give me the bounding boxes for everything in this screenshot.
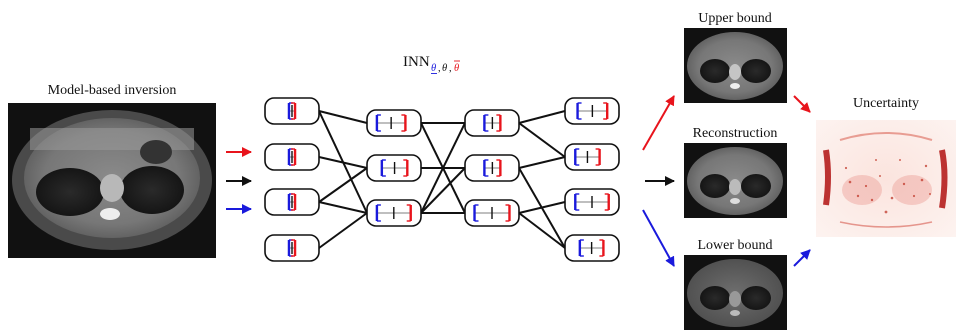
network-node: [366, 109, 422, 137]
output-arrow-upper: [642, 95, 675, 151]
network-node: [464, 154, 520, 182]
network-edge: [518, 156, 566, 169]
upper-bound-label: Upper bound: [698, 11, 772, 26]
network-nodes: [264, 97, 620, 262]
network-edge: [318, 167, 368, 203]
network-edge: [420, 167, 466, 214]
model-based-inversion-label: Model-based inversion: [48, 83, 177, 98]
network-edge: [518, 122, 566, 158]
network-edge: [518, 201, 566, 214]
uncertainty-label: Uncertainty: [853, 96, 919, 111]
reconstruction-image: [684, 143, 787, 218]
network-node: [464, 199, 520, 227]
network-node: [264, 234, 320, 262]
network-sub-sep-2: ,: [449, 63, 452, 74]
output-arrows: [642, 95, 675, 267]
network-node: [564, 188, 620, 216]
lower-bound-image: [684, 255, 787, 330]
network-node: [464, 109, 520, 137]
network-sub-upper: θ: [454, 63, 459, 74]
input-arrows: [226, 147, 252, 214]
uncertainty-map: [816, 120, 956, 237]
network-edges: [318, 110, 566, 249]
network-node: [564, 143, 620, 171]
network-node: [264, 188, 320, 216]
network-title: INN θ , θ , θ: [403, 54, 460, 74]
network-name: INN: [403, 54, 430, 70]
network-sub-sep-1: ,: [438, 63, 441, 74]
network-edge: [318, 110, 368, 124]
network-edge: [518, 212, 566, 249]
upper-bound-image: [684, 28, 787, 103]
network-sub-lower: θ: [431, 63, 436, 74]
lower-bound-label: Lower bound: [697, 238, 772, 253]
network-node: [366, 154, 422, 182]
network-edge: [420, 122, 466, 214]
network-edge: [318, 201, 368, 214]
network-node: [564, 234, 620, 262]
arrow-upper-to-uncertainty: [793, 95, 811, 113]
network-node: [366, 199, 422, 227]
network-node: [564, 97, 620, 125]
network-edge: [518, 110, 566, 124]
reconstruction-label: Reconstruction: [693, 126, 778, 141]
network-node: [264, 97, 320, 125]
network-sub-mid: θ: [442, 63, 447, 74]
model-based-inversion-image: [8, 103, 216, 258]
arrow-lower-to-uncertainty: [793, 249, 811, 267]
network-node: [264, 143, 320, 171]
network-edge: [318, 212, 368, 249]
output-arrow-lower: [642, 209, 675, 267]
network-edge: [318, 156, 368, 169]
